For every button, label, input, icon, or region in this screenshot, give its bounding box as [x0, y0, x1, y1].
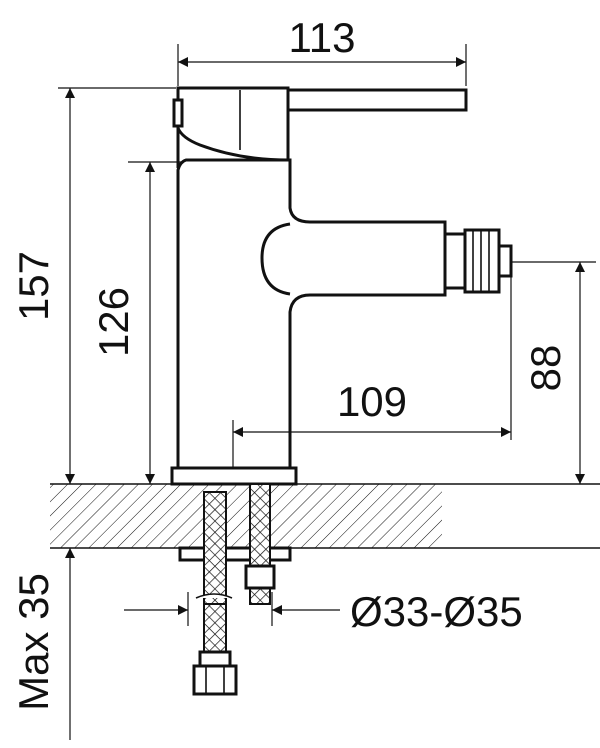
mounting-hardware: [178, 483, 292, 696]
dim-spout-reach: 109: [232, 262, 512, 468]
countertop: [50, 483, 600, 549]
dim-height-body-label: 126: [90, 287, 137, 357]
dim-spout-height-label: 88: [522, 345, 569, 392]
dim-mount-hole: Ø33-Ø35: [124, 588, 523, 635]
dim-height-total-label: 157: [10, 251, 57, 321]
dim-spout-height: 88: [511, 261, 596, 484]
dim-height-body: 126: [90, 161, 184, 484]
dim-mount-hole-label: Ø33-Ø35: [350, 588, 523, 635]
dim-max-thickness-label: Max 35: [10, 573, 57, 711]
dim-spout-reach-label: 109: [337, 378, 407, 425]
dim-height-total: 157: [10, 87, 176, 484]
dim-width-top: 113: [177, 14, 467, 86]
dim-width-top-label: 113: [289, 14, 356, 61]
dim-max-thickness: Max 35: [10, 548, 75, 740]
faucet-body: [170, 86, 513, 486]
